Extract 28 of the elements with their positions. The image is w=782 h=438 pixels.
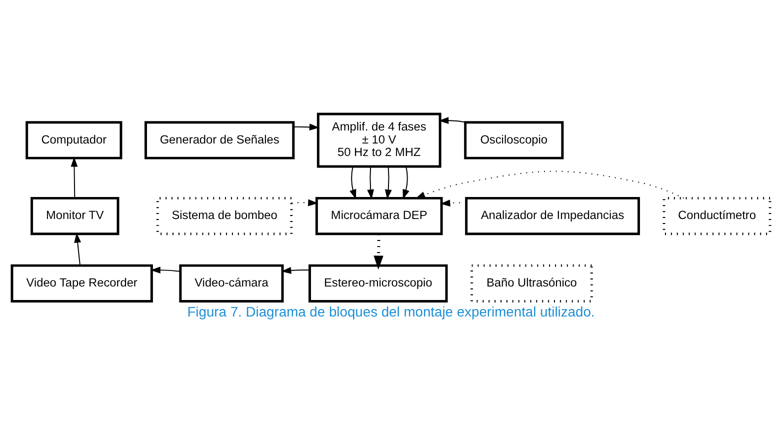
arrow <box>291 199 318 206</box>
node-box: Microcámara DEP <box>315 196 443 236</box>
node-box: Video-cámara <box>179 264 284 302</box>
node-box: Osciloscopio <box>464 121 564 160</box>
node-box: Video Tape Recorder <box>10 264 153 302</box>
node-box: Generador de Señales <box>144 121 295 160</box>
node-box: Computador <box>26 121 122 160</box>
arrow <box>384 166 392 200</box>
arrow <box>292 124 320 131</box>
arrow <box>281 267 310 274</box>
arrow <box>150 266 181 274</box>
arrow <box>438 117 468 124</box>
arrow <box>367 166 374 200</box>
arrow <box>350 166 356 200</box>
arrow <box>440 200 466 207</box>
node-box: Amplif. de 4 fases ± 10 V 50 Hz to 2 MHZ <box>316 112 442 168</box>
node-box: Sistema de bombeo <box>156 196 293 236</box>
arrow <box>415 170 684 199</box>
arrow <box>74 232 82 266</box>
arrow <box>402 166 410 200</box>
node-box: Conductímetro <box>662 196 772 236</box>
node-box: Estereo-microscopio <box>308 264 448 302</box>
arrow <box>70 156 78 198</box>
node-box: Baño Ultrasónico <box>470 264 593 302</box>
node-box: Monitor TV <box>30 196 120 236</box>
arrow <box>374 234 384 270</box>
node-box: Analizador de Impedancias <box>465 196 640 236</box>
caption: Figura 7. Diagrama de bloques del montaje experimental utilizado. <box>187 303 595 320</box>
